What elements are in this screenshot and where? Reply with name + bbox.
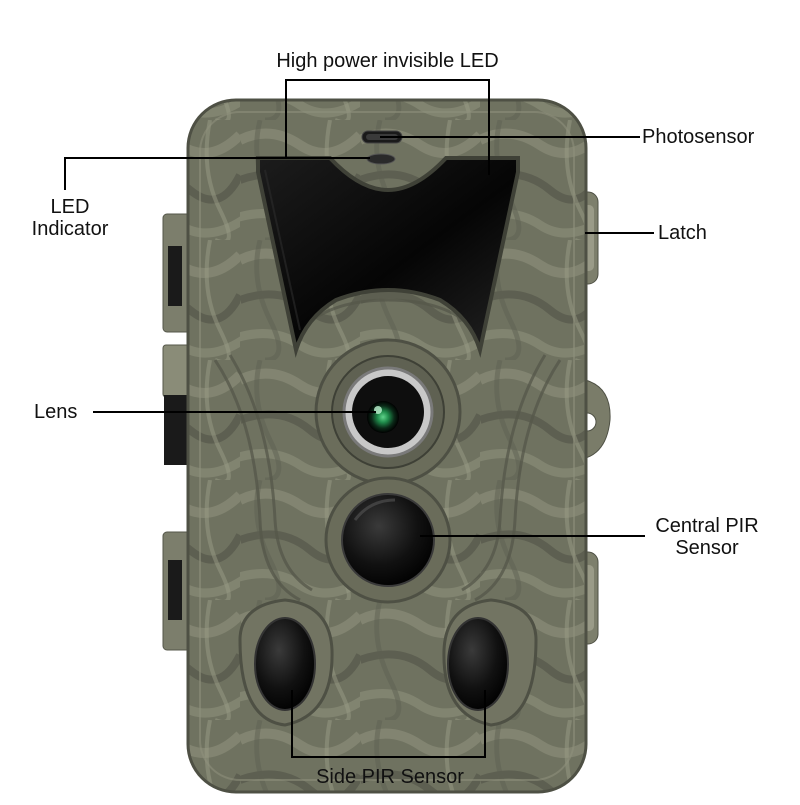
callout-lines (64, 79, 654, 758)
label-central-pir: Central PIR Sensor (642, 515, 772, 559)
body-ribs (213, 298, 562, 602)
label-latch: Latch (658, 222, 707, 244)
led-indicator (366, 153, 396, 165)
label-photosensor: Photosensor (642, 126, 755, 148)
central-pir-sensor (324, 476, 452, 604)
label-central-pir-line2: Sensor (675, 537, 739, 559)
label-side-pir: Side PIR Sensor (316, 766, 464, 788)
label-led-indicator-line1: LED (50, 196, 90, 218)
label-central-pir-line1: Central PIR (655, 515, 759, 537)
label-lens: Lens (34, 401, 78, 423)
label-led-indicator-line2: Indicator (31, 218, 109, 240)
side-pir-left (238, 598, 334, 727)
ir-led-panel (256, 156, 520, 358)
side-pir-right (442, 598, 538, 727)
label-led-indicator: LED Indicator (18, 196, 122, 240)
label-high-power-led: High power invisible LED (276, 50, 499, 72)
lens-assembly (314, 338, 462, 486)
